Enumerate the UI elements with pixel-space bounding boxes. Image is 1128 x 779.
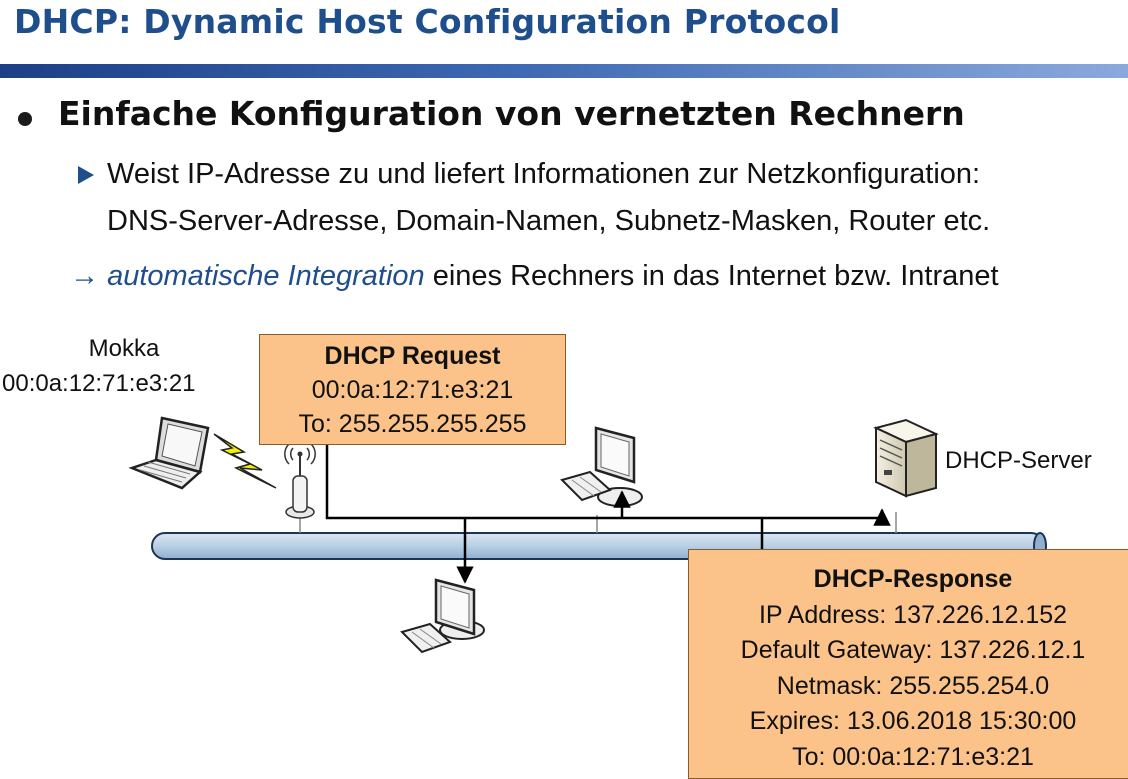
access-point-icon: [284, 443, 316, 519]
client-name-label: Mokka: [88, 335, 160, 362]
client-mac-label: 00:0a:12:71:e3:21: [2, 370, 196, 397]
integration-rest: eines Rechners in das Internet bzw. Intr…: [432, 260, 999, 292]
detail-line-2: DNS-Server-Adresse, Domain-Namen, Subnet…: [107, 205, 991, 237]
detail-line-1: Weist IP-Adresse zu und liefert Informat…: [107, 158, 981, 190]
sub-bullet-triangle-icon: [78, 166, 94, 184]
workstation-icon-lower: [400, 578, 485, 654]
dhcp-request-box: DHCP Request 00:0a:12:71:e3:21 To: 255.2…: [259, 334, 566, 445]
response-default-gateway: Default Gateway: 137.226.12.1: [740, 636, 1086, 664]
response-ip-address: IP Address: 137.226.12.152: [758, 600, 1068, 629]
request-mac: 00:0a:12:71:e3:21: [311, 376, 514, 404]
main-bullet-heading: Einfache Konfiguration von vernetzten Re…: [58, 94, 965, 133]
integration-emphasis: automatische Integration: [107, 260, 425, 292]
request-destination: To: 255.255.255.255: [298, 410, 527, 438]
dhcp-response-box: DHCP-Response IP Address: 137.226.12.152…: [688, 549, 1128, 779]
title-underline-bar: [0, 64, 1128, 78]
server-label: DHCP-Server: [945, 447, 1092, 474]
laptop-icon: [128, 416, 210, 490]
message-paths: [325, 428, 891, 584]
right-arrow-icon: →: [70, 260, 99, 292]
response-expires: Expires: 13.06.2018 15:30:00: [749, 707, 1077, 735]
wireless-lightning-icon: [213, 433, 277, 489]
response-destination: To: 00:0a:12:71:e3:21: [792, 742, 1034, 771]
request-heading: DHCP Request: [324, 342, 501, 370]
bullet-dot-icon: [18, 112, 32, 126]
workstation-icon-upper: [560, 426, 643, 507]
bus-taps: [299, 512, 897, 533]
response-netmask: Netmask: 255.255.254.0: [776, 671, 1050, 700]
response-heading: DHCP-Response: [813, 565, 1013, 593]
integration-line: → automatische Integration eines Rechner…: [70, 260, 999, 293]
slide-title: DHCP: Dynamic Host Configuration Protoco…: [14, 2, 841, 41]
server-icon: [873, 418, 939, 498]
